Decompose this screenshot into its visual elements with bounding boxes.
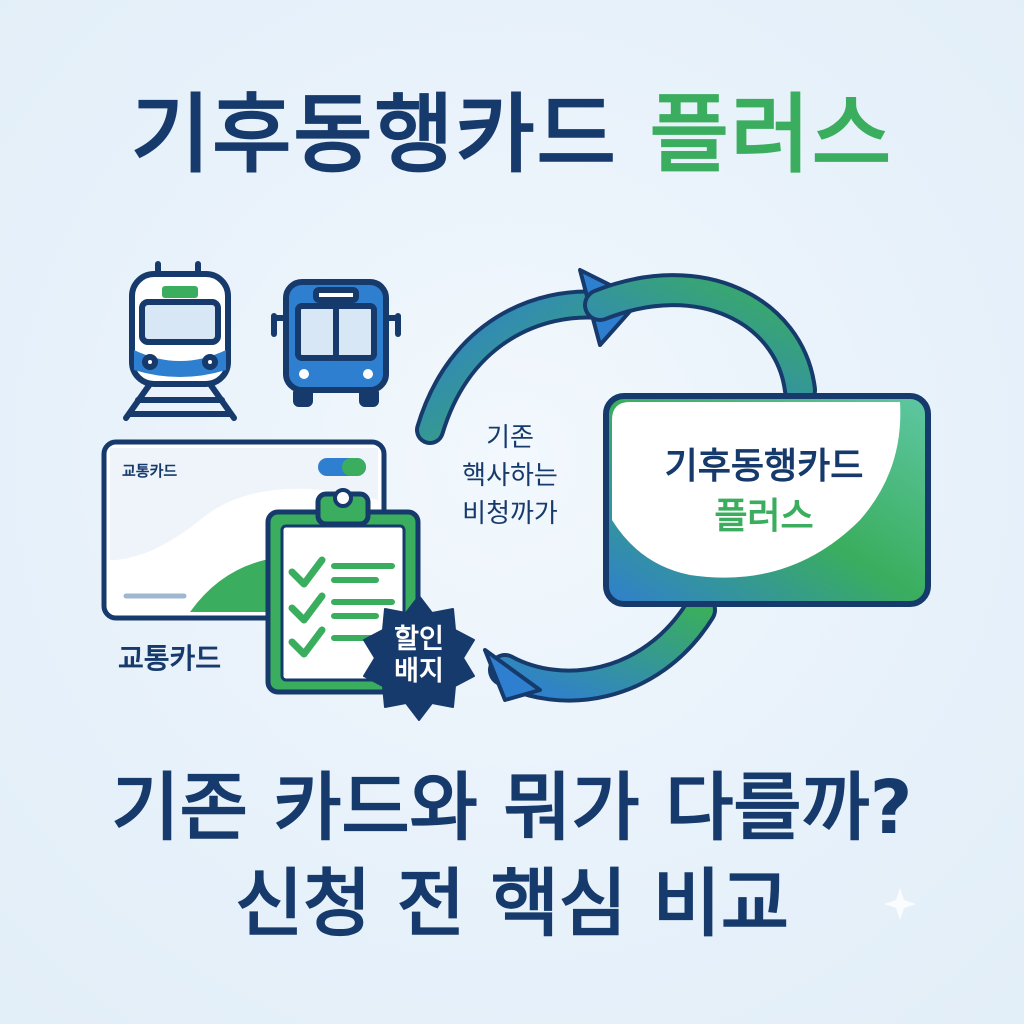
- sparkle-icon: [884, 888, 916, 920]
- arrow-note-line2: 핵사하는: [462, 461, 558, 491]
- arrow-note-line1: 기존: [486, 423, 534, 453]
- bus-icon: [271, 279, 401, 407]
- badge-line2: 배지: [394, 656, 444, 687]
- train-icon: [123, 261, 237, 421]
- badge-line1: 할인: [394, 624, 444, 655]
- new-card-line2: 플러스: [714, 496, 813, 537]
- new-card: [603, 393, 931, 607]
- page-title: 기후동행카드 플러스: [0, 80, 1024, 190]
- subtitle-line1: 기존 카드와 뭐가 다를까?: [111, 765, 913, 851]
- subtitle-line2: 신청 전 핵심 비교: [235, 861, 789, 947]
- title-main: 기후동행카드: [130, 85, 618, 185]
- title-accent: 플러스: [649, 85, 894, 185]
- old-card-caption: 교통카드: [118, 642, 221, 675]
- discount-badge-icon: [363, 595, 475, 721]
- cycle-arrow-icon: [415, 268, 817, 703]
- arrow-note-line3: 비청까가: [462, 499, 558, 529]
- new-card-line1: 기후동행카드: [665, 446, 864, 487]
- old-card-small-label: 교통카드: [122, 462, 177, 480]
